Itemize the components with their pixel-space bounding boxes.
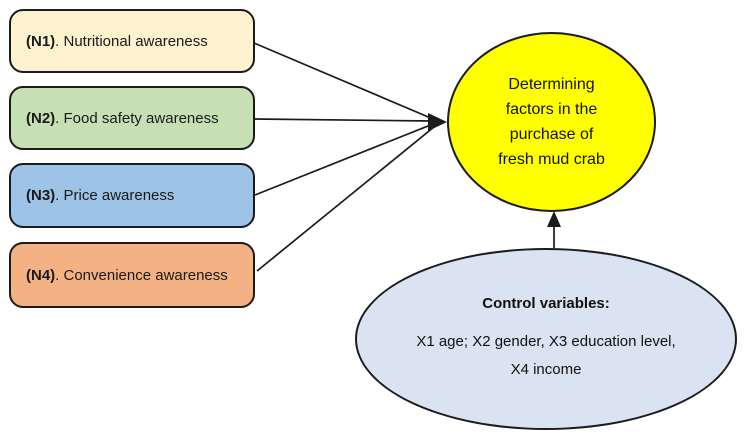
- predictor-tag-n4: (N4): [26, 266, 56, 284]
- outcome-text-line-3: purchase of: [509, 126, 594, 143]
- controls-line-1: X1 age; X2 gender, X3 education level,: [416, 332, 676, 350]
- controls-title: Control variables:: [482, 294, 610, 312]
- predictor-box-n4: (N4). Convenience awareness: [9, 242, 255, 308]
- predictor-box-n1: (N1). Nutritional awareness: [9, 9, 255, 73]
- arrowhead-up-icon: [547, 211, 561, 227]
- arrow-line-n2-to-outcome: [254, 118, 434, 122]
- predictor-tag-n2: (N2): [26, 109, 56, 127]
- arrow-line-n4-to-outcome: [256, 126, 435, 272]
- arrow-line-n3-to-outcome: [254, 123, 434, 196]
- controls-ellipse: Control variables: X1 age; X2 gender, X3…: [355, 248, 737, 430]
- predictor-label-n1: . Nutritional awareness: [55, 32, 208, 50]
- controls-line-2: X4 income: [510, 360, 582, 378]
- outcome-text-line-2: factors in the: [505, 101, 598, 118]
- arrow-line-n1-to-outcome: [253, 42, 434, 120]
- outcome-text-line-1: Determining: [508, 76, 595, 93]
- arrowhead-right-icon: [428, 113, 447, 131]
- predictor-tag-n3: (N3): [26, 187, 56, 204]
- predictor-box-n2: (N2). Food safety awareness: [9, 86, 255, 150]
- outcome-text-line-4: fresh mud crab: [498, 151, 605, 168]
- outcome-circle: Determining factors in the purchase of f…: [447, 32, 656, 212]
- predictor-label-n4: . Convenience awareness: [55, 266, 228, 284]
- predictor-box-n3: (N3). Price awareness: [9, 163, 255, 228]
- predictor-label-n2: . Food safety awareness: [55, 109, 219, 127]
- predictor-label-n3: . Price awareness: [55, 187, 175, 204]
- predictor-tag-n1: (N1): [26, 32, 56, 50]
